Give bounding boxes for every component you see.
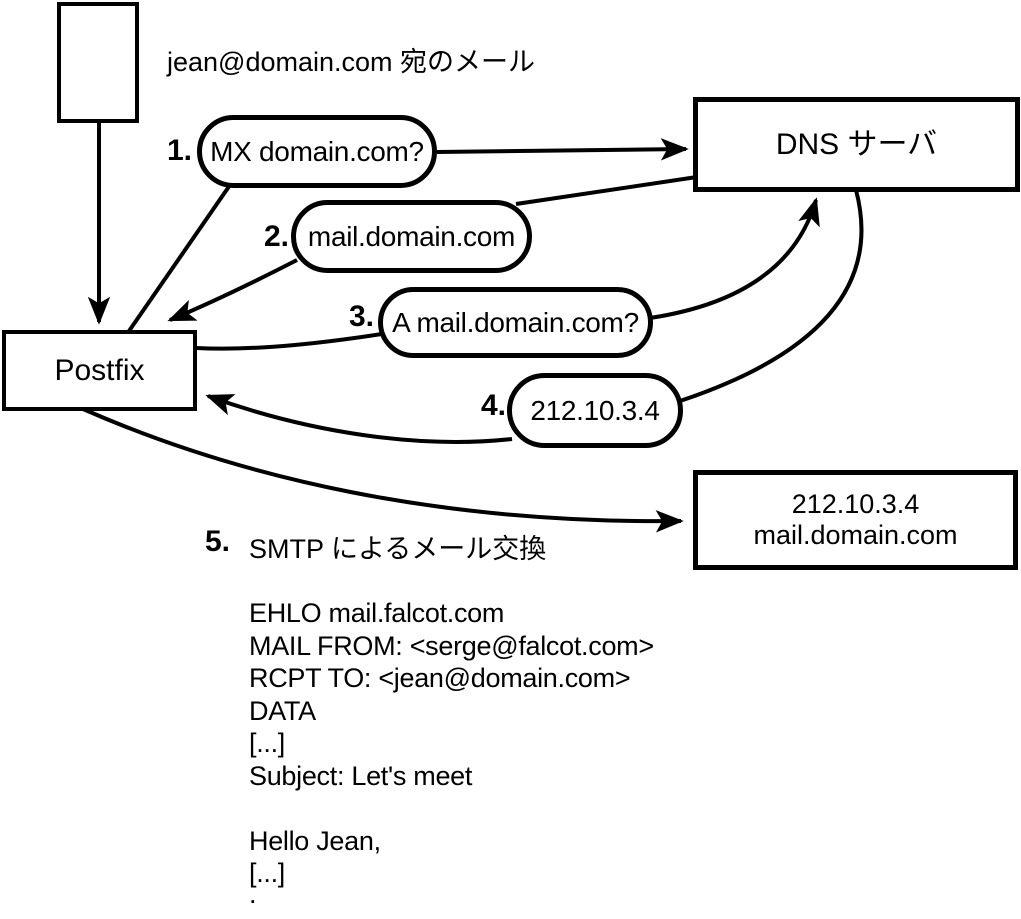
postfix-label: Postfix	[54, 354, 145, 387]
pill-a-query-label: A mail.domain.com?	[392, 306, 639, 338]
line-dns-to-mx-answer	[515, 175, 698, 206]
smtp-line: [...]	[249, 858, 286, 888]
pill-mx-answer: mail.domain.com	[291, 200, 532, 273]
line-postfix-to-a-query	[195, 332, 383, 351]
step-number-1: 1.	[167, 134, 193, 167]
dns-server-label: DNS サーバ	[775, 128, 938, 161]
arrow-a-query-to-dns	[649, 197, 820, 320]
line-postfix-to-mx-query	[127, 183, 232, 333]
mail-server-host: mail.domain.com	[753, 520, 958, 550]
arrow-postfix-to-mailserver	[82, 407, 684, 533]
pill-mx-query: MX domain.com?	[197, 115, 437, 188]
postfix-node: Postfix	[2, 330, 197, 411]
pill-mx-answer-label: mail.domain.com	[307, 220, 516, 252]
step-number-2: 2.	[264, 220, 290, 253]
pill-a-query: A mail.domain.com?	[378, 287, 653, 358]
dns-server-node: DNS サーバ	[693, 97, 1020, 192]
smtp-line: Subject: Let's meet	[249, 760, 473, 791]
smtp-line: MAIL FROM: <serge@falcot.com>	[249, 630, 654, 661]
line-dns-to-a-answer	[679, 189, 864, 403]
pill-a-answer: 212.10.3.4	[507, 373, 683, 448]
arrow-mx-answer-to-postfix	[167, 258, 298, 322]
smtp-line: RCPT TO: <jean@domain.com>	[249, 663, 631, 693]
smtp-line: [...]	[249, 728, 286, 758]
smtp-line: DATA	[249, 695, 316, 726]
step-number-4: 4.	[481, 389, 507, 422]
mail-caption: jean@domain.com 宛のメール	[167, 47, 536, 77]
mail-server-node: 212.10.3.4 mail.domain.com	[693, 470, 1018, 570]
arrow-mx-query-to-dns	[436, 138, 689, 161]
mail-server-ip: 212.10.3.4	[791, 489, 920, 519]
step5-label: SMTP によるメール交換	[249, 534, 547, 564]
smtp-line: .	[249, 879, 257, 909]
step-number-3: 3.	[349, 300, 375, 333]
smtp-line: EHLO mail.falcot.com	[249, 598, 505, 628]
pill-mx-query-label: MX domain.com?	[210, 135, 424, 167]
smtp-line: Hello Jean,	[249, 825, 381, 856]
arrow-a-answer-to-postfix	[205, 394, 513, 444]
pill-a-answer-label: 212.10.3.4	[530, 394, 660, 426]
envelope-node	[57, 2, 139, 123]
step-number-5: 5.	[205, 525, 231, 558]
